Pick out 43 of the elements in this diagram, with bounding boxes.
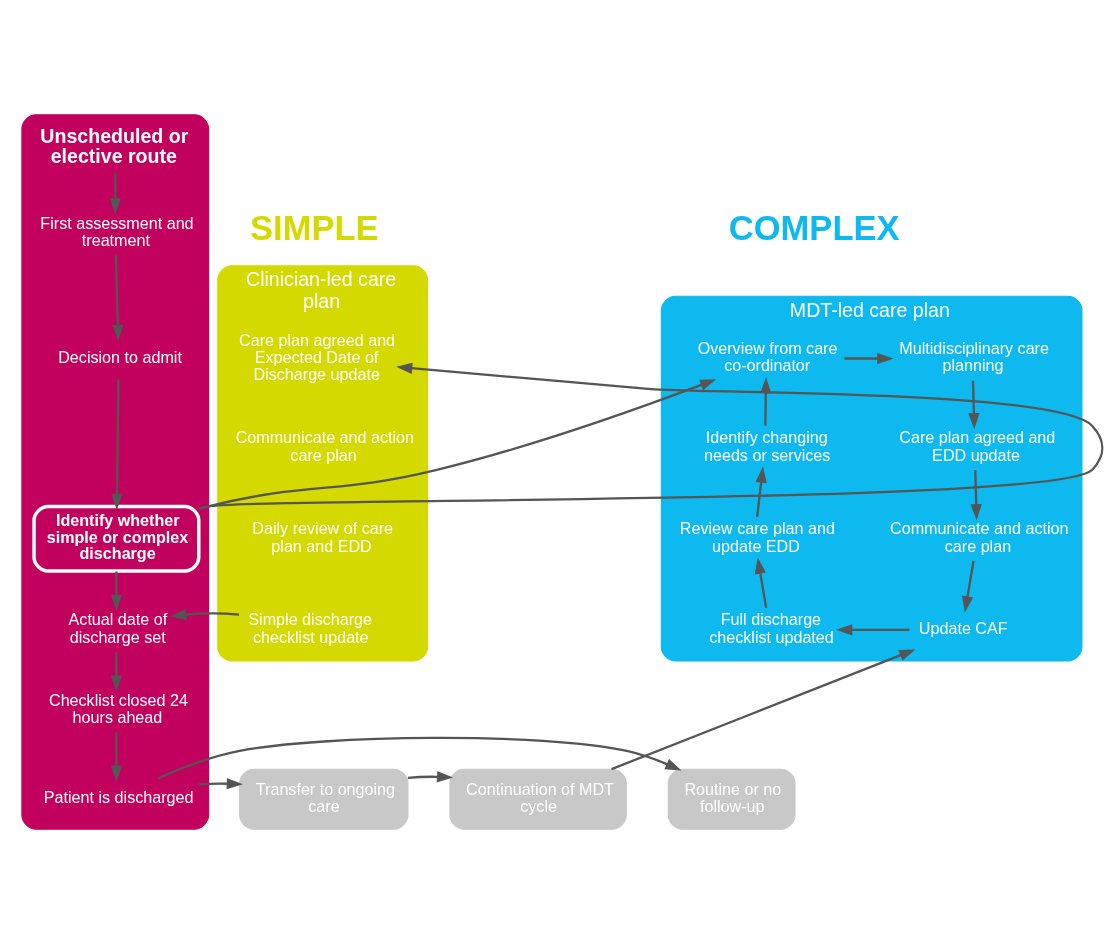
arrow [755, 466, 767, 517]
arrow [754, 557, 768, 608]
arrow [110, 732, 123, 782]
arrow [611, 648, 916, 770]
arrow [111, 378, 123, 510]
label: SIMPLE [250, 208, 379, 247]
arrow [836, 623, 910, 635]
arrow [109, 172, 121, 214]
node-text: Full discharge checklist updated [709, 609, 834, 646]
cluster [21, 113, 210, 830]
node-text: Decision to admit [58, 347, 182, 366]
node-text: Identify changing needs or services [704, 427, 831, 464]
arrow [198, 378, 717, 510]
arrow [844, 352, 894, 364]
node-box: Identify whether simple or complex discharge [32, 504, 201, 573]
node-text: Review care plan and update EDD [679, 518, 835, 555]
arrow [970, 469, 982, 520]
arrow [170, 608, 240, 620]
node-text: Checklist closed 24 hours ahead [48, 690, 188, 726]
node-text: Simple discharge checklist update [248, 609, 373, 646]
arrow [110, 571, 123, 611]
arrow [961, 560, 975, 612]
node-text: Unscheduled or elective route [40, 124, 189, 167]
node-text: Overview from care co-ordinator [697, 338, 838, 374]
node-text: Communicate and action care plan [890, 518, 1069, 555]
arrow [110, 651, 123, 692]
node-text: Daily review of care plan and EDD [252, 518, 394, 555]
arrow [198, 777, 243, 789]
node-text: Update CAF [918, 618, 1008, 637]
node-text: Patient is discharged [43, 787, 194, 806]
arrow [760, 376, 772, 426]
node-text: Care plan agreed and Expected Date of Discharge update [239, 329, 396, 383]
node-text: Actual date of discharge set [68, 609, 168, 646]
node-text: Communicate and action care plan [235, 427, 415, 464]
node-text: Care plan agreed and EDD update [899, 427, 1056, 464]
node-text: First assessment and treatment [40, 213, 194, 249]
node-text: Multidisciplinary care planning [899, 338, 1049, 374]
arrow [968, 380, 980, 429]
label: COMPLEX [728, 208, 900, 247]
arrow [112, 254, 124, 341]
arrow [407, 770, 454, 782]
arrow [198, 362, 1103, 509]
arrow [157, 736, 682, 779]
